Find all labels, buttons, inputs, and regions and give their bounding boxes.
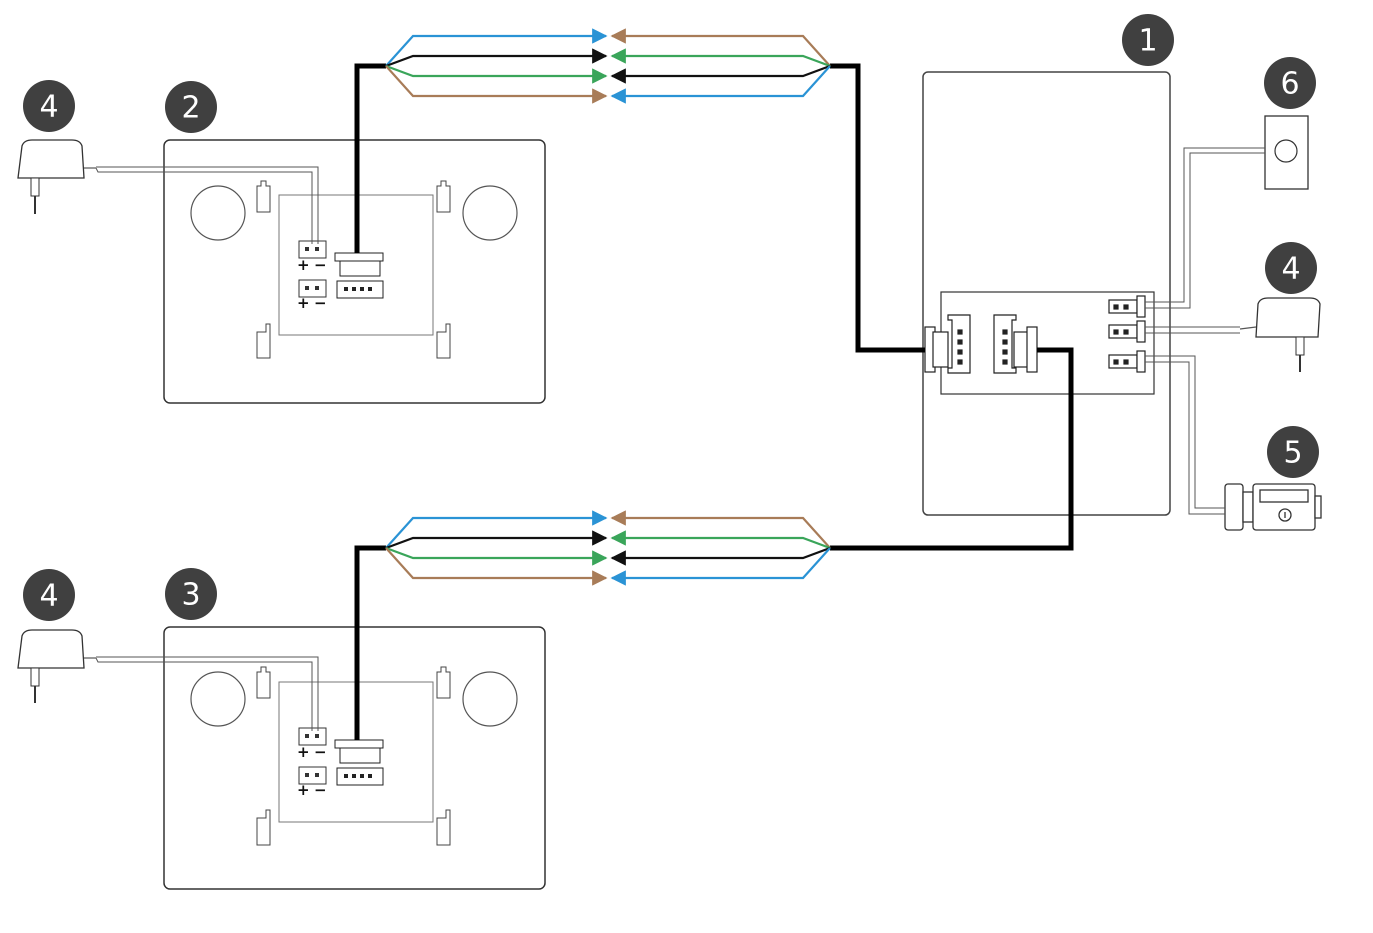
power-terminal: + − [297, 727, 327, 761]
badge-6: 6 [1264, 57, 1316, 109]
svg-text:−: − [314, 781, 327, 799]
svg-text:3: 3 [181, 578, 200, 613]
svg-text:2: 2 [181, 91, 200, 126]
4pin-connector [993, 314, 1038, 374]
svg-text:−: − [314, 256, 327, 274]
badge-3: 3 [165, 568, 217, 620]
svg-text:4: 4 [39, 579, 58, 614]
badge-4-top-left: 4 [23, 80, 75, 132]
4pin-connector [334, 739, 384, 786]
mounting-clip [256, 180, 451, 359]
badge-5: 5 [1267, 426, 1319, 478]
svg-text:−: − [314, 743, 327, 761]
mounting-clip [256, 666, 451, 846]
svg-text:−: − [314, 294, 327, 312]
svg-text:6: 6 [1280, 67, 1299, 102]
electric-lock-icon [1224, 483, 1322, 531]
svg-text:4: 4 [1281, 252, 1300, 287]
wire-fanout-bottom [385, 510, 831, 586]
badge-2: 2 [165, 81, 217, 133]
power-adapter-icon [17, 139, 96, 214]
2pin-terminal [1108, 295, 1146, 373]
power-adapter-icon [1239, 297, 1321, 372]
svg-text:+: + [297, 294, 310, 312]
badge-4-bottom-left: 4 [23, 569, 75, 621]
svg-text:4: 4 [39, 90, 58, 125]
power-terminal: + − [297, 240, 327, 274]
power-adapter-icon [17, 629, 96, 703]
svg-text:+: + [297, 781, 310, 799]
badge-4-right: 4 [1265, 242, 1317, 294]
svg-text:1: 1 [1138, 24, 1157, 59]
4pin-connector [334, 252, 384, 299]
svg-text:+: + [297, 743, 310, 761]
power-cable [95, 147, 1265, 731]
bus-cable [354, 63, 1074, 740]
4pin-connector [924, 314, 971, 374]
monitor-1 [922, 71, 1171, 516]
power-terminal: + − [297, 279, 327, 312]
power-terminal: + − [297, 766, 327, 799]
svg-text:+: + [297, 256, 310, 274]
wire-fanout-top [385, 28, 831, 104]
badge-1: 1 [1122, 14, 1174, 66]
svg-text:5: 5 [1283, 436, 1302, 471]
door-station-icon [1264, 115, 1309, 190]
